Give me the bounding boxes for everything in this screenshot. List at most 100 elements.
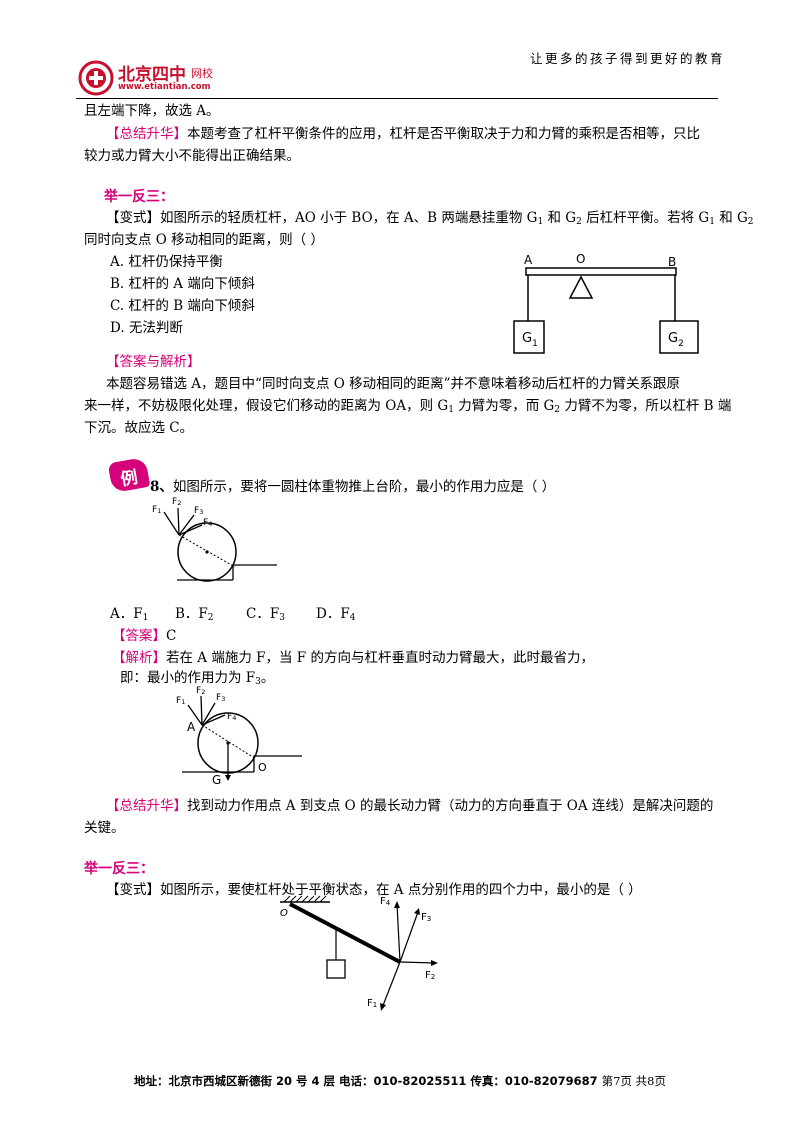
force-f1-arrow bbox=[381, 961, 401, 1009]
dashed-diameter bbox=[201, 724, 257, 760]
label-a: A bbox=[187, 720, 196, 734]
s3-summary: 【总结升华】找到动力作用点 A 到支点 O 的最长动力臂（动力的方向垂直于 OA… bbox=[106, 796, 713, 816]
label-f4: F4 bbox=[380, 896, 391, 907]
s2-title: 举一反三： bbox=[104, 189, 174, 205]
center-dot bbox=[205, 550, 209, 554]
label-a: A bbox=[524, 253, 533, 267]
s2-sub: 2 bbox=[554, 405, 561, 415]
label-f4: F4 bbox=[227, 712, 236, 722]
force-f3-arrow bbox=[178, 514, 195, 536]
force-f2-arrow bbox=[399, 961, 436, 964]
s1-summary-text: 本题考查了杠杆平衡条件的应用，杠杆是否平衡取决于力和力臂的乘积是否相等，只比 bbox=[187, 126, 700, 142]
force-f1-arrow bbox=[187, 704, 203, 726]
label-g: G bbox=[212, 773, 221, 787]
s3-q-num: 8、 bbox=[150, 479, 173, 495]
force-f2-arrow bbox=[200, 695, 203, 726]
label-g1: G1 bbox=[522, 331, 538, 349]
force-f1-arrow bbox=[163, 511, 180, 536]
s2-exp-a: 来一样，不妨极限化处理，假设它们移动的距离为 OA，则 G bbox=[84, 398, 449, 414]
s2-explanation-line1: 本题容易错选 A，题目中“同时向支点 O 移动相同的距离”并不意味着移动后杠杆的… bbox=[106, 376, 680, 392]
s3-analysis-text: 若在 A 端施力 F，当 F 的方向与杠杆垂直时动力臂最大，此时最省力， bbox=[166, 650, 594, 666]
label-f1: F1 bbox=[152, 505, 161, 515]
label-o: O bbox=[258, 761, 267, 774]
example-badge-text: 例 bbox=[119, 467, 140, 491]
s3-option: B．F2 bbox=[175, 606, 214, 623]
label-o: O bbox=[576, 252, 585, 266]
label-f4: F4 bbox=[203, 518, 212, 528]
s2-answer-tag: 【答案与解析】 bbox=[106, 354, 201, 370]
label-o: O bbox=[280, 908, 288, 919]
s2-sub: 2 bbox=[576, 217, 582, 227]
logo-text: 北京四中 bbox=[118, 65, 186, 85]
s2-explanation-line2: 来一样，不妨极限化处理，假设它们移动的距离为 OA，则 G1 力臂为零，而 G2… bbox=[84, 396, 731, 416]
s2-option: C. 杠杆的 B 端向下倾斜 bbox=[110, 298, 255, 314]
cylinder-step-annotated-diagram: F1 F2 F3 F4 A G O bbox=[176, 686, 302, 787]
label-b: B bbox=[668, 255, 676, 269]
force-f4-arrow bbox=[178, 524, 203, 536]
force-f3-arrow bbox=[399, 911, 419, 963]
inclined-lever-diagram: O F4 F3 F2 F1 bbox=[280, 895, 438, 1011]
label-f2: F2 bbox=[172, 497, 181, 507]
label-f1: F1 bbox=[367, 998, 377, 1009]
label-f2: F2 bbox=[425, 970, 435, 981]
s1-summary: 【总结升华】本题考查了杠杆平衡条件的应用，杠杆是否平衡取决于力和力臂的乘积是否相… bbox=[106, 124, 700, 144]
s4-q-tag: 【变式】 bbox=[106, 882, 160, 898]
f2-arrowhead bbox=[431, 960, 438, 966]
s2-sub: 1 bbox=[709, 217, 715, 227]
label-f3: F3 bbox=[194, 506, 203, 516]
s3-analysis-line1: 【解析】若在 A 端施力 F，当 F 的方向与杠杆垂直时动力臂最大，此时最省力， bbox=[112, 648, 594, 668]
s2-option: D. 无法判断 bbox=[110, 320, 183, 336]
label-f3: F3 bbox=[216, 693, 225, 703]
label-f2: F2 bbox=[196, 686, 205, 696]
s2-option: A. 杠杆仍保持平衡 bbox=[110, 254, 223, 270]
s3-analysis-tag: 【解析】 bbox=[112, 650, 166, 666]
s2-sub: 1 bbox=[537, 217, 544, 227]
force-f4-arrow bbox=[201, 714, 226, 726]
f4-arrowhead bbox=[394, 901, 400, 908]
s2-explanation-line3: 下沉。故应选 C。 bbox=[84, 420, 194, 436]
header-rule bbox=[76, 98, 718, 99]
s2-exp-b: 力臂为零，而 G bbox=[453, 398, 555, 414]
cylinder-circle bbox=[177, 522, 237, 582]
step bbox=[232, 564, 277, 580]
s2-question-line2: 同时向支点 O 移动相同的距离，则（ ） bbox=[84, 232, 324, 248]
label-g2: G2 bbox=[668, 331, 684, 349]
fulcrum-triangle bbox=[568, 275, 594, 299]
s3-q-text: 如图所示，要将一圆柱体重物推上台阶，最小的作用力应是（ ） bbox=[172, 479, 556, 495]
s2-sub: 2 bbox=[747, 217, 754, 227]
s2-q-line1-c: 后杠杆平衡。若将 G bbox=[581, 210, 710, 226]
force-f2-arrow bbox=[177, 507, 180, 536]
s3-option: C．F3 bbox=[246, 606, 285, 623]
force-f3-arrow bbox=[201, 702, 216, 726]
lever-rod bbox=[289, 902, 401, 964]
s1-summary-line2: 较力或力臂大小不能得出正确结果。 bbox=[84, 148, 300, 164]
s3-question: 8、如图所示，要将一圆柱体重物推上台阶，最小的作用力应是（ ） bbox=[150, 477, 555, 497]
label-f3: F3 bbox=[421, 912, 431, 923]
s3-option: D．F4 bbox=[316, 606, 356, 623]
s3-summary-tag: 【总结升华】 bbox=[106, 798, 187, 814]
force-f4-arrow bbox=[396, 903, 401, 963]
logo-small-text: 网校 bbox=[191, 67, 213, 80]
s1-summary-tag: 【总结升华】 bbox=[106, 126, 187, 142]
lever-balance-diagram: A O B G1 G2 bbox=[513, 252, 699, 354]
s4-q-text: 如图所示，要使杠杆处于平衡状态，在 A 点分别作用的四个力中，最小的是（ ） bbox=[160, 882, 642, 898]
footer-address: 地址：北京市西城区新德街 20 号 4 层 电话：010-82025511 传真… bbox=[134, 1074, 598, 1088]
s2-question-line1: 【变式】如图所示的轻质杠杆，AO 小于 BO，在 A、B 两端悬挂重物 G1 和… bbox=[106, 208, 754, 228]
example-badge: 例 bbox=[107, 456, 151, 494]
hanging-weight bbox=[326, 959, 346, 979]
step bbox=[253, 755, 302, 772]
weight-g1 bbox=[513, 320, 545, 354]
s2-exp-c: 力臂不为零，所以杠杆 B 端 bbox=[560, 398, 732, 414]
f1-arrowhead bbox=[380, 1003, 386, 1011]
s2-q-line1-d: 和 G bbox=[714, 210, 748, 226]
label-f1: F1 bbox=[176, 696, 185, 706]
s3-analysis-line2: 即：最小的作用力为 F3。 bbox=[120, 670, 275, 687]
s3-summary-line2: 关键。 bbox=[84, 820, 125, 836]
logo-emblem-icon bbox=[78, 60, 114, 96]
s2-q-line1-a: 如图所示的轻质杠杆，AO 小于 BO，在 A、B 两端悬挂重物 G bbox=[160, 210, 538, 226]
cylinder-step-diagram: F1 F2 F3 F4 bbox=[152, 497, 277, 582]
weight-g2 bbox=[659, 320, 699, 354]
f3-arrowhead bbox=[414, 908, 420, 915]
page-footer: 地址：北京市西城区新德街 20 号 4 层 电话：010-82025511 传真… bbox=[0, 1073, 800, 1089]
lever-bar bbox=[525, 267, 677, 276]
